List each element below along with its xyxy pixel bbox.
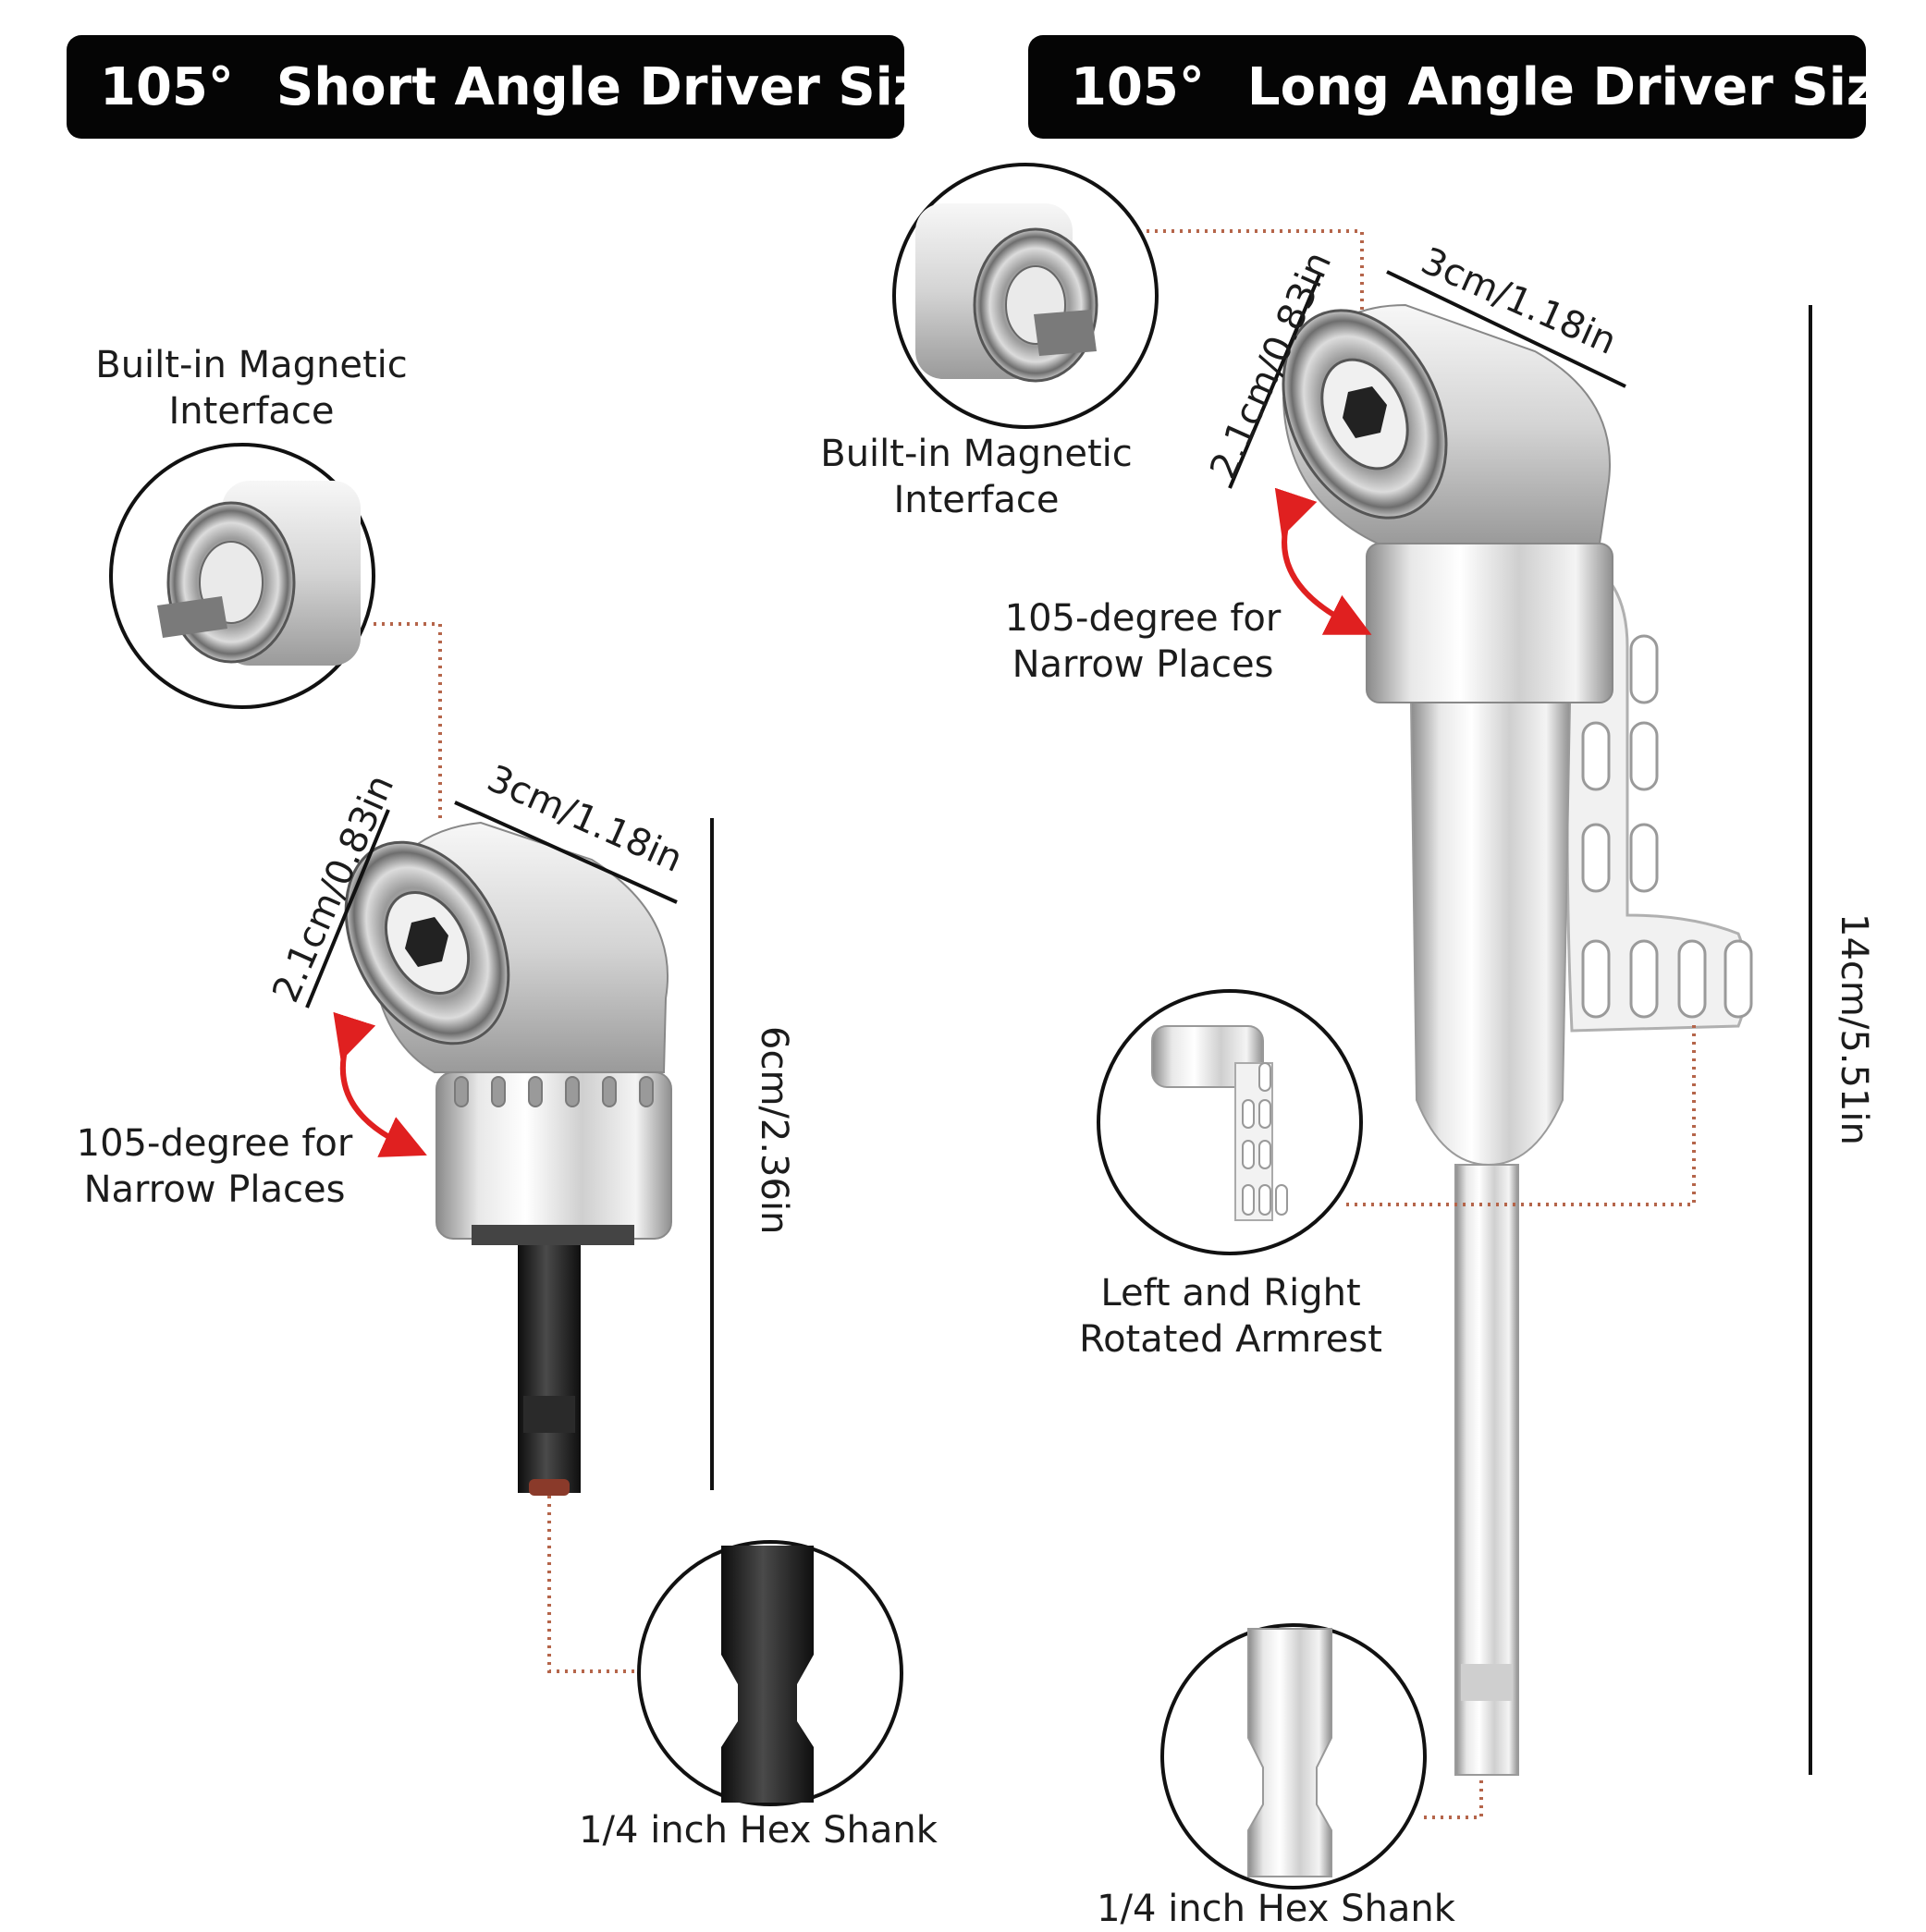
short-shank-leader (547, 1496, 638, 1673)
short-angle-label: 105-degree for Narrow Places (57, 1120, 372, 1213)
long-angle-arrow (1274, 487, 1372, 635)
short-shank-inset (637, 1540, 903, 1806)
long-driver-title: Long Angle Driver Size: (1246, 56, 1926, 117)
short-angle-arrow (333, 1011, 427, 1157)
long-armrest-inset (1097, 989, 1363, 1255)
long-width-dimension-line (1386, 270, 1626, 388)
long-head-dimension-line (1228, 272, 1322, 489)
short-angle-label-line1: 105-degree for (76, 1122, 353, 1165)
short-head-dimension-line (305, 809, 390, 1009)
long-armrest-label-line1: Left and Right (1100, 1272, 1361, 1314)
long-angle-label-line2: Narrow Places (1012, 643, 1274, 686)
long-driver-title-angle: 105° (1071, 56, 1205, 117)
short-width-dimension-line (454, 801, 678, 904)
long-length-dimension: 14cm/5.51in (1833, 913, 1875, 1145)
long-magnetic-label-line1: Built-in Magnetic (820, 433, 1133, 475)
long-magnetic-label-line2: Interface (893, 479, 1060, 521)
short-magnetic-inset (109, 443, 375, 709)
short-length-dimension: 6cm/2.36in (753, 1026, 795, 1235)
short-driver-title-banner: 105° Short Angle Driver Size: (67, 35, 979, 139)
short-angle-label-line2: Narrow Places (83, 1168, 346, 1211)
short-driver-title-angle: 105° (100, 56, 234, 117)
long-armrest-label: Left and Right Rotated Armrest (1060, 1270, 1402, 1363)
short-driver-body (344, 821, 672, 1496)
short-driver-title: Short Angle Driver Size: (276, 56, 979, 117)
long-angle-label-line1: 105-degree for (1004, 597, 1282, 640)
long-shank-label: 1/4 inch Hex Shank (1097, 1888, 1455, 1930)
short-magnetic-leader (374, 622, 442, 818)
long-driver-body (1282, 303, 1753, 1776)
long-shank-inset (1160, 1623, 1427, 1889)
short-shank-label: 1/4 inch Hex Shank (579, 1809, 938, 1852)
long-armrest-leader (1346, 1024, 1696, 1206)
long-driver-title-banner: 105° Long Angle Driver Size: (1028, 35, 1926, 139)
short-magnetic-label-line2: Interface (168, 390, 335, 433)
long-shank-leader (1424, 1775, 1483, 1819)
short-magnetic-label-line1: Built-in Magnetic (95, 344, 408, 386)
long-armrest-label-line2: Rotated Armrest (1079, 1318, 1382, 1361)
long-magnetic-inset (892, 163, 1159, 429)
long-angle-label: 105-degree for Narrow Places (986, 595, 1300, 688)
long-magnetic-label: Built-in Magnetic Interface (806, 431, 1147, 523)
short-magnetic-label: Built-in Magnetic Interface (81, 342, 422, 434)
